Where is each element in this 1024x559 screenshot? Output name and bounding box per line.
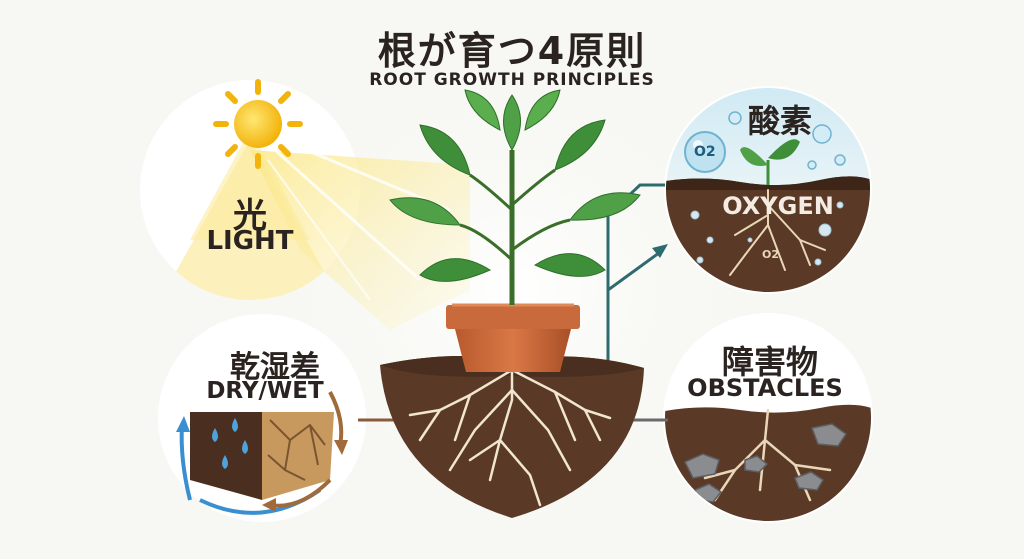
rock-icon: [683, 423, 848, 503]
oxygen-label-en: OXYGEN: [722, 192, 834, 220]
plant-pot: [446, 303, 580, 372]
oxygen-label-jp: 酸素: [747, 102, 812, 140]
central-soil: [380, 353, 644, 518]
light-panel: [140, 80, 470, 330]
light-label-jp: 光: [233, 196, 267, 236]
obstacles-label-en: OBSTACLES: [687, 374, 843, 402]
plant-icon: [389, 89, 641, 305]
oxygen-bubbles-icon: [684, 111, 846, 173]
o2-bubble-label: O2: [694, 144, 716, 160]
drywet-label-jp: 乾湿差: [230, 350, 320, 385]
obstacles-label-jp: 障害物: [721, 343, 818, 381]
sun-icon: [213, 79, 303, 169]
sprout-icon: [740, 139, 800, 185]
light-label-en: LIGHT: [206, 226, 294, 256]
title-english: ROOT GROWTH PRINCIPLES: [369, 70, 655, 90]
drywet-label-en: DRY/WET: [206, 378, 324, 404]
o2-soil-label: O2: [762, 248, 780, 261]
drywet-panel: [158, 314, 366, 522]
root-system: [408, 353, 612, 507]
title-japanese: 根が育つ4原則: [377, 29, 647, 73]
obstacles-panel: [663, 313, 873, 523]
